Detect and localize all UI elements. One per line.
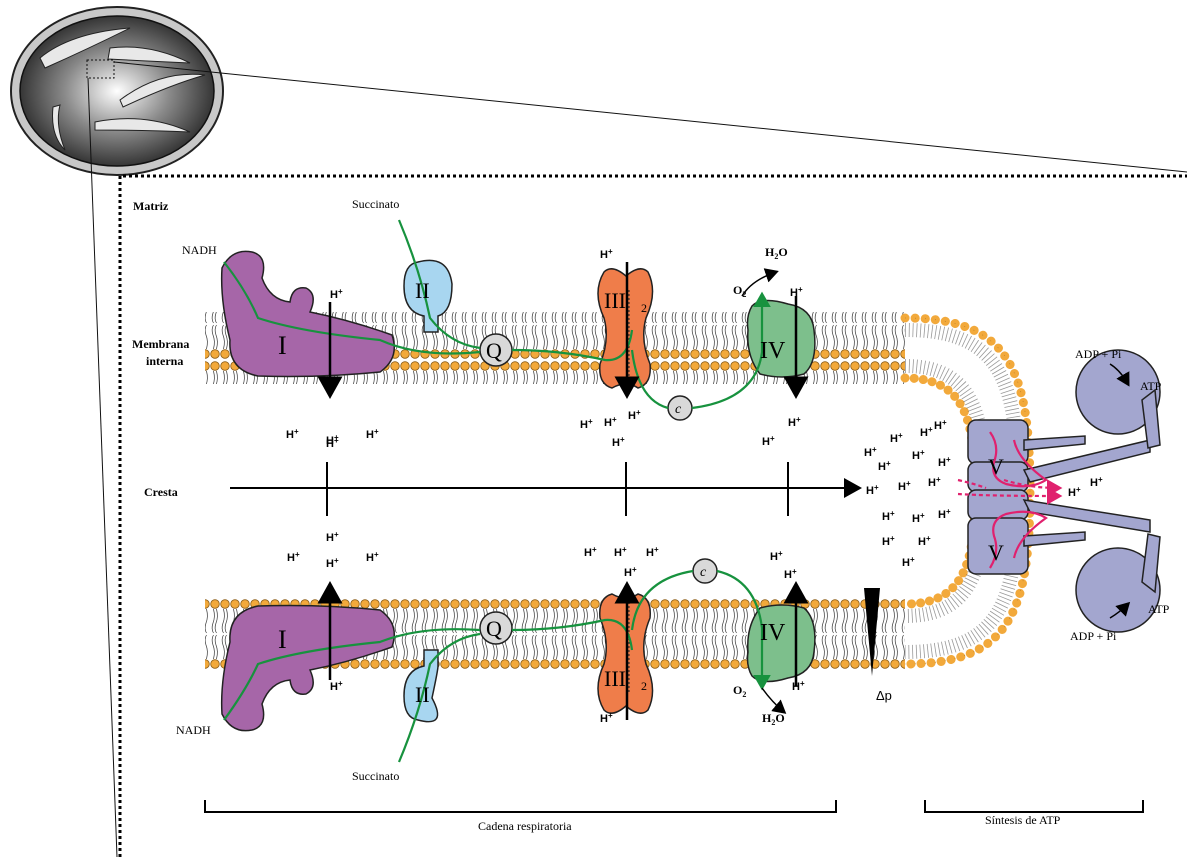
delta-p-label: Δp <box>876 688 892 703</box>
proton-label: H+ <box>366 550 379 564</box>
nadh-top: NADH <box>182 243 217 257</box>
proton-label: H+ <box>864 445 877 459</box>
nadh-bottom: NADH <box>176 723 211 737</box>
bracket-cadena <box>205 800 836 812</box>
proton-label: H+ <box>600 247 613 261</box>
o2-bottom: O <box>733 683 742 697</box>
proton-label: H+ <box>604 415 617 429</box>
proton-label: H+ <box>934 418 947 432</box>
proton-label: H+ <box>882 509 895 523</box>
proton-label: H+ <box>287 550 300 564</box>
svg-text:H2O: H2O <box>762 711 785 727</box>
svg-text:O2: O2 <box>733 683 746 699</box>
proton-label: H+ <box>792 679 805 693</box>
proton-label: H+ <box>938 455 951 469</box>
atp-top: ATP <box>1140 379 1162 393</box>
proton-label: H+ <box>912 511 925 525</box>
svg-text:O2: O2 <box>733 283 746 299</box>
atp-bottom: ATP <box>1148 602 1170 616</box>
proton-label: H+ <box>912 448 925 462</box>
quinone-label-top: Q <box>486 338 502 363</box>
proton-label: H+ <box>646 545 659 559</box>
proton-label: H+ <box>614 545 627 559</box>
label-membrana-2: interna <box>146 354 183 368</box>
proton-label: H+ <box>878 459 891 473</box>
complex-iii-bottom <box>598 594 653 713</box>
label-cadena: Cadena respiratoria <box>478 819 572 833</box>
proton-label: H+ <box>882 534 895 548</box>
proton-label: H+ <box>938 507 951 521</box>
cytc-label-top: c <box>675 402 682 417</box>
proton-label: H+ <box>330 287 343 301</box>
h2o-tail-bottom: O <box>775 711 784 725</box>
proton-label: H+ <box>326 530 339 544</box>
label-sintesis: Síntesis de ATP <box>985 813 1061 827</box>
proton-label: H+ <box>890 431 903 445</box>
proton-label: H+ <box>920 425 933 439</box>
quinone-label-bottom: Q <box>486 616 502 641</box>
complex-iii-sub-top: 2 <box>641 301 647 315</box>
proton-label: H+ <box>898 479 911 493</box>
proton-label: H+ <box>784 567 797 581</box>
complex-iii-label-top: III <box>604 288 626 313</box>
cytc-label-bottom: c <box>700 565 707 580</box>
proton-label: H+ <box>762 434 775 448</box>
proton-label: H+ <box>918 534 931 548</box>
proton-label: H+ <box>286 427 299 441</box>
complex-i-label-bottom: I <box>278 625 287 654</box>
mitochondrion-icon <box>11 7 223 175</box>
o2-sub-top: 2 <box>742 290 746 299</box>
proton-label: H+ <box>584 545 597 559</box>
proton-label: H+ <box>580 417 593 431</box>
proton-label: H+ <box>866 483 879 497</box>
complex-iii-label-bottom: III <box>604 666 626 691</box>
label-membrana-1: Membrana <box>132 337 189 351</box>
proton-label: H+ <box>326 556 339 570</box>
atp-v-bottom: V <box>988 540 1004 565</box>
complex-iv-label-bottom: IV <box>760 620 786 646</box>
bracket-sintesis <box>925 800 1143 812</box>
complex-ii-label-top: II <box>415 278 430 303</box>
o2-top: O <box>733 283 742 297</box>
proton-label: H+ <box>928 475 941 489</box>
succinato-top: Succinato <box>352 197 399 211</box>
label-cresta: Cresta <box>144 485 178 499</box>
proton-label: H+ <box>1068 485 1081 499</box>
svg-text:H2O: H2O <box>765 245 788 261</box>
h2o-tail-top: O <box>778 245 787 259</box>
atp-v-top: V <box>988 454 1004 479</box>
proton-label: H+ <box>600 711 613 725</box>
adp-pi-bottom: ADP + Pi <box>1070 629 1117 643</box>
complex-iii-sub-bottom: 2 <box>641 679 647 693</box>
succinato-bottom: Succinato <box>352 769 399 783</box>
o2-sub-bottom: 2 <box>742 690 746 699</box>
proton-label: H+ <box>788 415 801 429</box>
complex-i-label-top: I <box>278 331 287 360</box>
proton-label: H+ <box>366 427 379 441</box>
proton-label: H+ <box>1090 475 1103 489</box>
proton-label: H+ <box>624 565 637 579</box>
adp-pi-top: ADP + Pi <box>1075 347 1122 361</box>
complex-ii-label-bottom: II <box>415 682 430 707</box>
proton-label: H+ <box>612 435 625 449</box>
label-matriz: Matriz <box>133 199 169 213</box>
proton-label: H+ <box>770 549 783 563</box>
proton-label: H+ <box>628 408 641 422</box>
complex-iii-top <box>598 269 653 388</box>
proton-label: H+ <box>330 679 343 693</box>
complex-iv-label-top: IV <box>760 338 786 364</box>
proton-label: H+ <box>790 285 803 299</box>
proton-label: H+ <box>902 555 915 569</box>
